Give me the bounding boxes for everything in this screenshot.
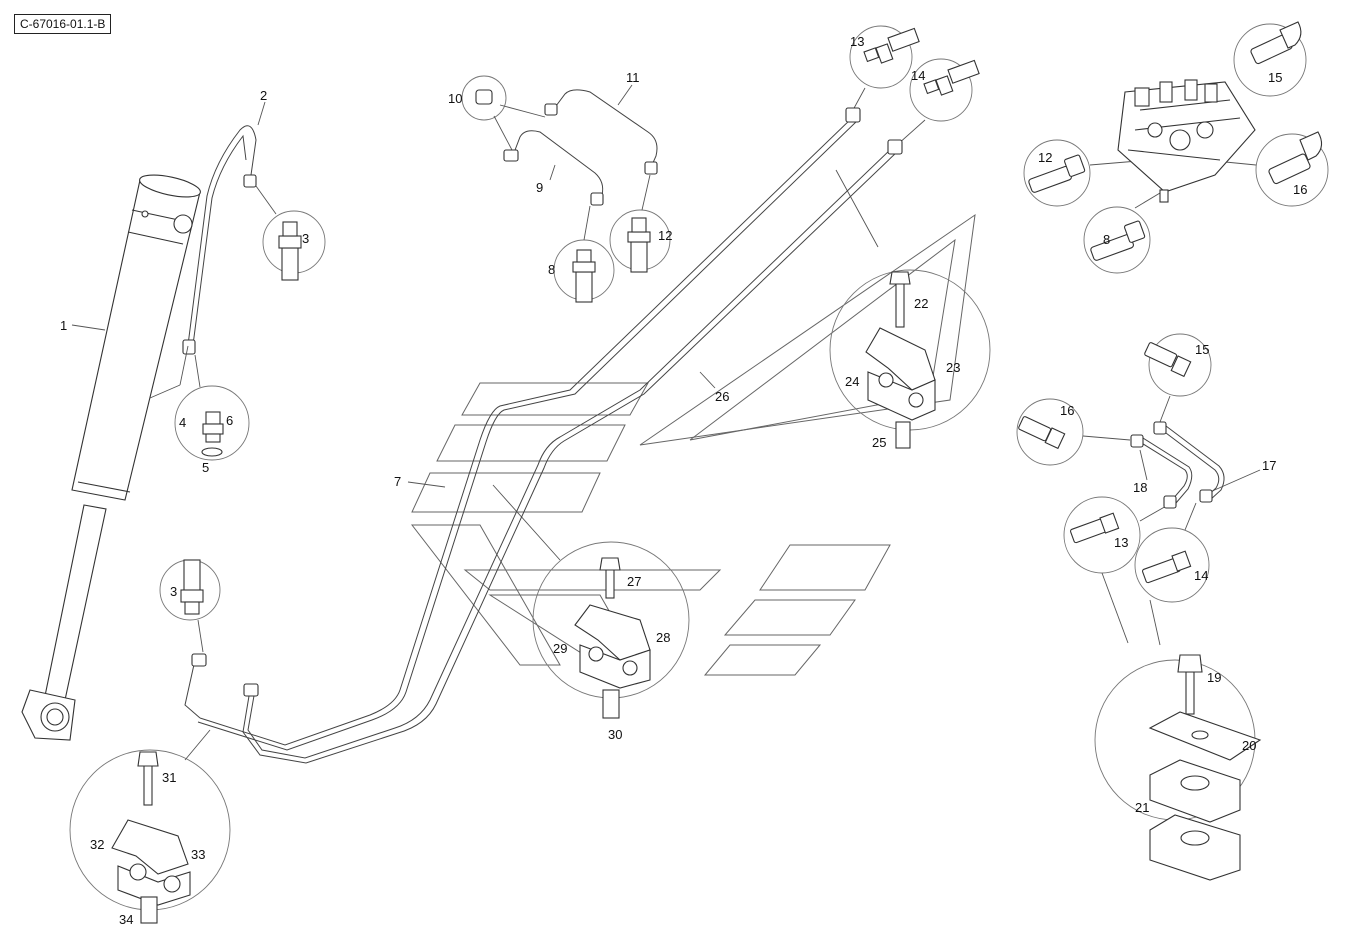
callout-4: 4 xyxy=(179,415,186,430)
part-15-hose-fitting xyxy=(1250,21,1302,65)
callout-8-right: 8 xyxy=(1103,232,1110,247)
part-10-plug xyxy=(475,89,493,105)
part-15-fitting xyxy=(1144,342,1192,378)
part-14-fitting-right xyxy=(1142,550,1192,584)
callout-3-lower: 3 xyxy=(170,584,177,599)
callout-22: 22 xyxy=(914,296,928,311)
part-1-hydraulic-cylinder xyxy=(21,174,201,741)
part-26-long-pipe xyxy=(242,139,903,764)
part-8-hose-fitting xyxy=(1090,220,1146,261)
part-7-long-pipe xyxy=(184,107,861,751)
callout-1: 1 xyxy=(60,318,67,333)
callout-2: 2 xyxy=(260,88,267,103)
callout-13-top: 13 xyxy=(850,34,864,49)
part-13-fitting-right xyxy=(1070,512,1120,544)
callout-27: 27 xyxy=(627,574,641,589)
callout-3-upper: 3 xyxy=(302,231,309,246)
part-11-pipe xyxy=(544,89,658,175)
part-3-fitting-lower xyxy=(180,559,204,615)
callout-16-top: 16 xyxy=(1293,182,1307,197)
part-16-fitting xyxy=(1018,416,1066,450)
callout-25: 25 xyxy=(872,435,886,450)
callout-11: 11 xyxy=(626,70,640,85)
clamp-group-31-34 xyxy=(111,751,191,924)
part-12-hose-fitting xyxy=(1028,154,1086,193)
clamp-group-19-21 xyxy=(1148,654,1262,881)
part-18-pipe xyxy=(1130,434,1193,509)
callout-5: 5 xyxy=(202,460,209,475)
callout-15-top: 15 xyxy=(1268,70,1282,85)
callout-15-middle: 15 xyxy=(1195,342,1209,357)
callout-16-middle: 16 xyxy=(1060,403,1074,418)
part-14-fitting-top xyxy=(923,59,980,96)
callout-12-right: 12 xyxy=(1038,150,1052,165)
callout-20: 20 xyxy=(1242,738,1256,753)
part-13-fitting-top xyxy=(863,27,920,64)
part-8-fitting xyxy=(572,249,596,303)
callout-14-right: 14 xyxy=(1194,568,1208,583)
callout-34: 34 xyxy=(119,912,133,927)
callout-32: 32 xyxy=(90,837,104,852)
control-valve-block xyxy=(1117,79,1256,203)
callout-30: 30 xyxy=(608,727,622,742)
callout-23: 23 xyxy=(946,360,960,375)
part-17-pipe xyxy=(1153,421,1225,503)
part-12-fitting xyxy=(627,217,651,273)
callout-9: 9 xyxy=(536,180,543,195)
callout-10: 10 xyxy=(448,91,462,106)
part-9-pipe xyxy=(503,130,604,206)
callout-7: 7 xyxy=(394,474,401,489)
callout-17: 17 xyxy=(1262,458,1276,473)
callout-14-top: 14 xyxy=(911,68,925,83)
callout-29: 29 xyxy=(553,641,567,656)
clamp-group-22-25 xyxy=(865,271,936,449)
watermark-logo xyxy=(410,213,976,676)
part-4-6-adapter xyxy=(201,411,224,457)
clamp-group-27-30 xyxy=(574,557,651,719)
callout-26: 26 xyxy=(715,389,729,404)
callout-6: 6 xyxy=(226,413,233,428)
callout-19: 19 xyxy=(1207,670,1221,685)
callout-28: 28 xyxy=(656,630,670,645)
callout-12-middle: 12 xyxy=(658,228,672,243)
callout-21: 21 xyxy=(1135,800,1149,815)
part-2-pipe xyxy=(182,125,257,355)
part-3-fitting-upper xyxy=(278,221,302,281)
part-16-hose-fitting xyxy=(1268,131,1323,185)
callout-labels: 1 2 3 3 4 5 6 7 8 8 9 10 11 12 12 13 13 … xyxy=(60,34,1307,927)
callout-31: 31 xyxy=(162,770,176,785)
callout-8-middle: 8 xyxy=(548,262,555,277)
callout-18: 18 xyxy=(1133,480,1147,495)
drawing-reference-box: C-67016-01.1-B xyxy=(14,14,112,34)
callout-24: 24 xyxy=(845,374,859,389)
callout-13-right: 13 xyxy=(1114,535,1128,550)
callout-33: 33 xyxy=(191,847,205,862)
